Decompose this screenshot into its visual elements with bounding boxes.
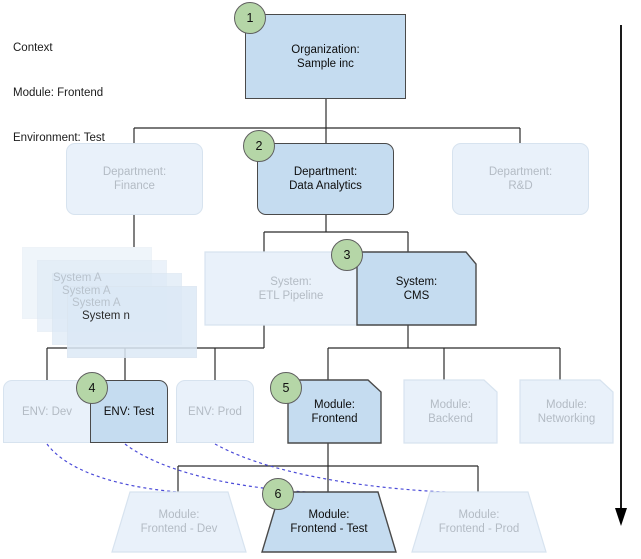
context-line-2: Environment: Test [13, 132, 105, 144]
node-organization-sample-inc[interactable]: Organization: Sample inc [245, 14, 406, 99]
node-instance-frontend-prod[interactable]: Module: Frontend - Prod [412, 492, 546, 552]
badge-1[interactable]: 1 [234, 2, 266, 34]
node-label: Module: Backend [428, 398, 473, 425]
department-data-analytics-shape [257, 143, 394, 215]
node-label: Module: Frontend [311, 398, 358, 425]
node-department-finance[interactable]: Department: Finance [66, 143, 203, 215]
node-env-dev[interactable]: ENV: Dev [3, 380, 91, 443]
node-label: Department: R&D [488, 166, 553, 192]
badge-2[interactable]: 2 [243, 130, 275, 162]
stack-label-3: System A [72, 297, 121, 309]
node-label: Module: Networking [537, 398, 596, 425]
env-instance-links [46, 443, 479, 494]
module-shapes [287, 379, 614, 444]
flow-direction-arrow [615, 25, 627, 526]
instance-shapes [111, 491, 547, 553]
department-rd-shape [452, 143, 589, 215]
node-label: Module: Frontend - Test [290, 509, 368, 535]
badge-3[interactable]: 3 [331, 239, 363, 271]
node-label: ENV: Dev [21, 405, 73, 418]
node-department-data-analytics[interactable]: Department: Data Analytics [257, 143, 394, 215]
node-system-cms[interactable]: System: CMS [357, 252, 476, 325]
node-label: Module: Frontend - Dev [140, 509, 218, 535]
stack-label-2: System A [62, 285, 111, 297]
node-label: Organization: Sample inc [291, 43, 360, 70]
node-module-backend[interactable]: Module: Backend [404, 380, 497, 443]
system-cms-shape [356, 251, 477, 326]
dashed-link-test [124, 443, 329, 494]
node-label: System: ETL Pipeline [258, 275, 324, 302]
node-env-prod[interactable]: ENV: Prod [176, 380, 254, 443]
node-system-etl-pipeline[interactable]: System: ETL Pipeline [205, 252, 377, 325]
env-prod-shape [176, 380, 254, 443]
context-legend: Context Module: Frontend Environment: Te… [13, 11, 105, 161]
node-module-networking[interactable]: Module: Networking [520, 380, 613, 443]
node-label: ENV: Prod [188, 405, 242, 418]
node-label: Department: Finance [102, 166, 167, 192]
stack-label-1: System A [53, 272, 102, 284]
system-shapes [204, 251, 477, 326]
node-label: Department: Data Analytics [289, 166, 362, 192]
dashed-link-prod [214, 443, 479, 494]
dashed-link-dev [46, 443, 179, 493]
node-env-test[interactable]: ENV: Test [90, 380, 168, 443]
env-dev-shape [3, 380, 91, 443]
stack-label-4: System n [82, 310, 130, 322]
instance-test-shape [261, 491, 397, 553]
node-instance-frontend-test[interactable]: Module: Frontend - Test [262, 492, 396, 552]
stack-card-4 [67, 286, 197, 358]
instance-dev-shape [111, 491, 247, 553]
organization-shape [245, 14, 406, 99]
department-finance-shape [66, 143, 203, 215]
badge-6[interactable]: 6 [262, 478, 294, 510]
module-backend-shape [403, 379, 498, 444]
context-line-1: Module: Frontend [13, 87, 104, 99]
node-department-rd[interactable]: Department: R&D [452, 143, 589, 215]
node-label: ENV: Test [103, 405, 155, 418]
node-instance-frontend-dev[interactable]: Module: Frontend - Dev [112, 492, 246, 552]
module-networking-shape [519, 379, 614, 444]
badge-4[interactable]: 4 [76, 372, 108, 404]
node-label: Module: Frontend - Prod [438, 509, 520, 535]
node-label: System: CMS [395, 275, 438, 302]
node-module-frontend[interactable]: Module: Frontend [288, 380, 381, 443]
instance-prod-shape [411, 491, 547, 553]
badge-5[interactable]: 5 [270, 372, 302, 404]
context-line-0: Context [13, 42, 53, 54]
env-test-shape [90, 380, 168, 443]
